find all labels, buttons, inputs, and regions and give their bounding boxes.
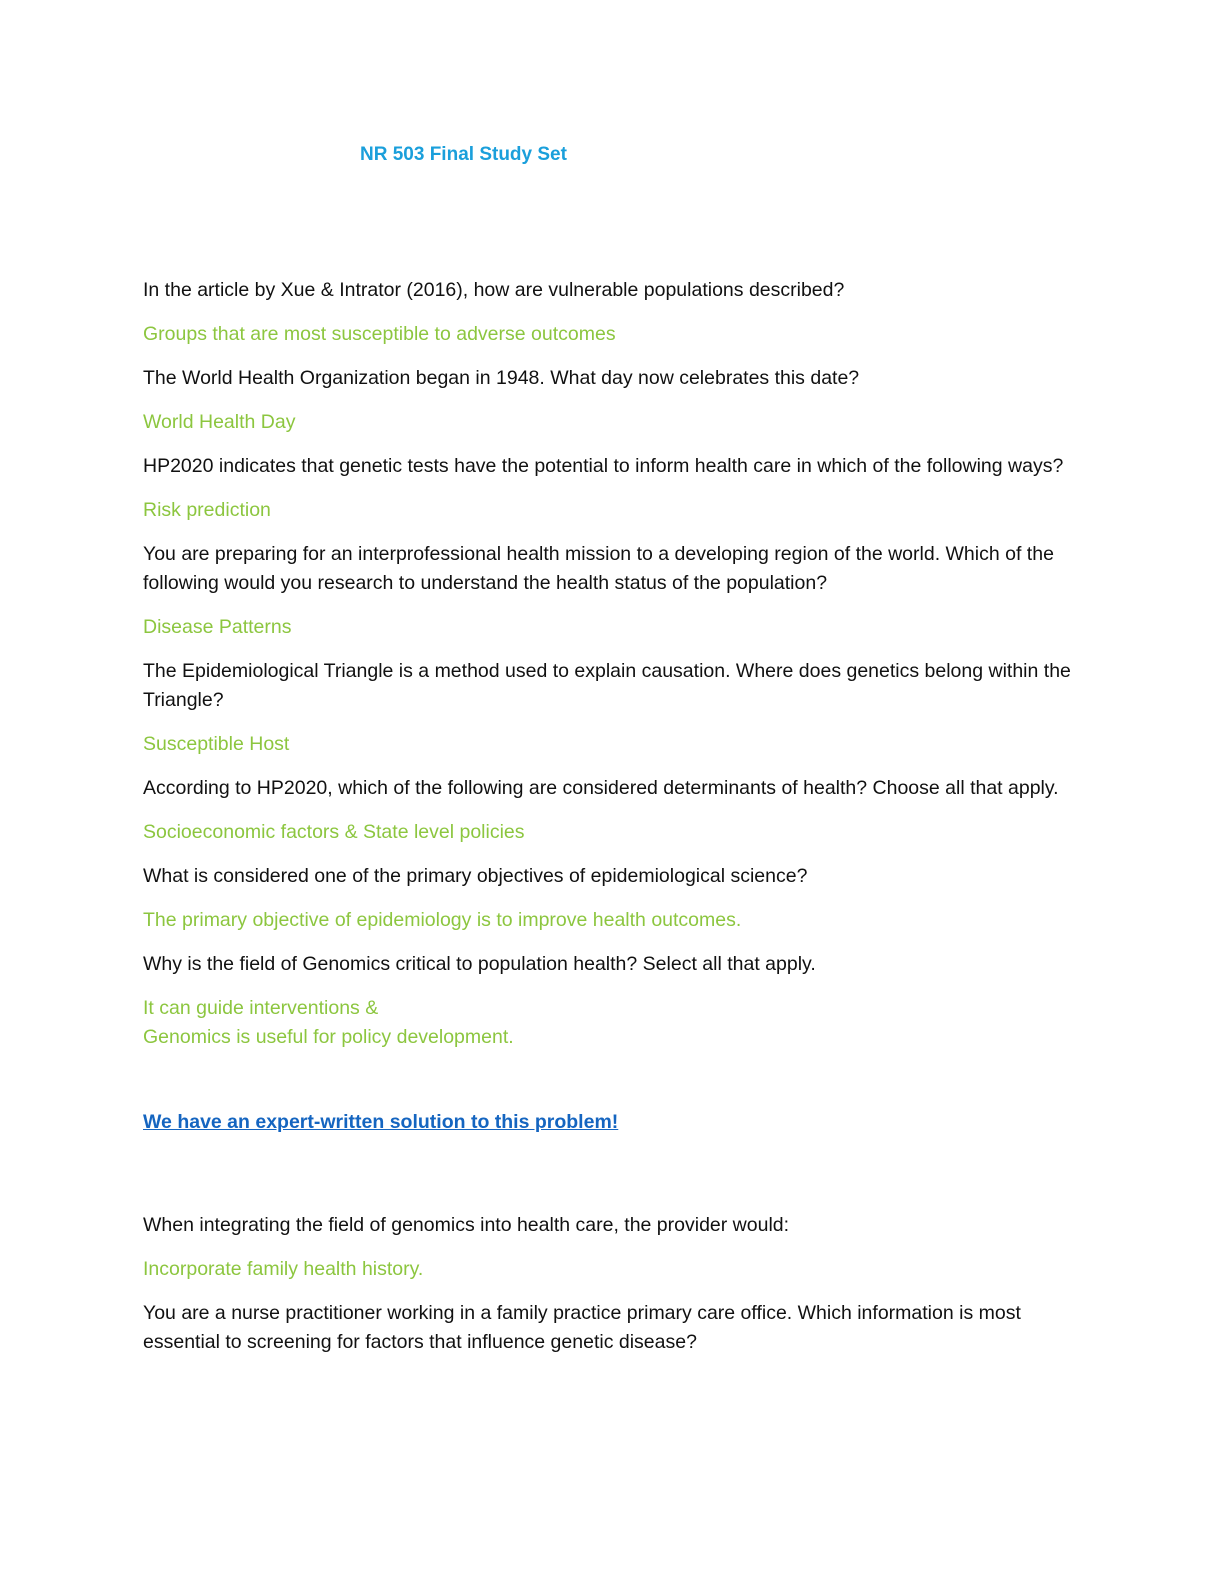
promo-link-wrapper: We have an expert-written solution to th… <box>143 1108 1073 1137</box>
question-8: Why is the field of Genomics critical to… <box>143 953 816 975</box>
answer-8: It can guide interventions & Genomics is… <box>143 994 1073 1052</box>
question-7: What is considered one of the primary ob… <box>143 865 808 887</box>
expert-solution-link[interactable]: We have an expert-written solution to th… <box>143 1111 619 1133</box>
question-1: In the article by Xue & Intrator (2016),… <box>143 279 845 301</box>
question-2: The World Health Organization began in 1… <box>143 367 860 389</box>
study-set-content: In the article by Xue & Intrator (2016),… <box>143 276 1073 1372</box>
question-9: When integrating the field of genomics i… <box>143 1214 790 1236</box>
answer-1: Groups that are most susceptible to adve… <box>143 323 616 345</box>
answer-5: Susceptible Host <box>143 733 290 755</box>
answer-8-line-1: It can guide interventions & <box>143 997 379 1019</box>
answer-7: The primary objective of epidemiology is… <box>143 909 742 931</box>
answer-8-line-2: Genomics is useful for policy developmen… <box>143 1026 514 1048</box>
question-10: You are a nurse practitioner working in … <box>143 1302 1021 1353</box>
answer-6: Socioeconomic factors & State level poli… <box>143 821 525 843</box>
answer-2: World Health Day <box>143 411 296 433</box>
question-5: The Epidemiological Triangle is a method… <box>143 660 1071 711</box>
answer-9: Incorporate family health history. <box>143 1258 424 1280</box>
question-3: HP2020 indicates that genetic tests have… <box>143 455 1064 477</box>
page-title: NR 503 Final Study Set <box>360 144 567 165</box>
question-6: According to HP2020, which of the follow… <box>143 777 1059 799</box>
answer-3: Risk prediction <box>143 499 271 521</box>
question-4: You are preparing for an interprofession… <box>143 543 1054 594</box>
answer-4: Disease Patterns <box>143 616 292 638</box>
